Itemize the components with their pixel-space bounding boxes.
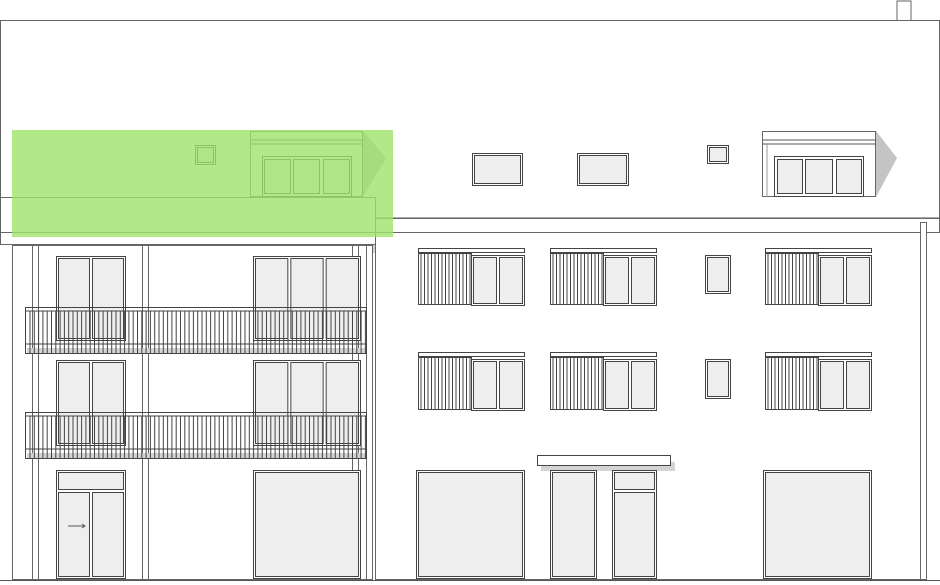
window-with-shutter xyxy=(418,248,525,305)
right-cornice xyxy=(375,218,940,233)
window xyxy=(818,255,872,306)
window-small xyxy=(705,255,731,294)
shutter xyxy=(765,253,819,305)
window-with-shutter xyxy=(418,352,525,410)
window xyxy=(253,256,361,341)
window-with-shutter xyxy=(765,248,872,305)
window-pane xyxy=(846,361,870,409)
window-pane xyxy=(499,361,523,409)
window-pane xyxy=(58,362,90,444)
window-pane xyxy=(707,361,729,397)
shutter xyxy=(550,357,604,410)
window xyxy=(253,360,361,446)
window xyxy=(56,360,126,446)
window xyxy=(471,255,525,306)
roof-window-glass xyxy=(579,155,627,184)
window-pane xyxy=(631,257,655,304)
window xyxy=(603,359,657,411)
roof-skylight-glass xyxy=(709,147,727,162)
window-pane xyxy=(605,257,629,304)
window-pane xyxy=(605,361,629,409)
dormer-right xyxy=(762,131,897,197)
window-pane xyxy=(255,258,289,339)
window-pane xyxy=(255,472,359,577)
window-large xyxy=(763,470,872,579)
window-pane xyxy=(473,361,497,409)
downpipe-left xyxy=(366,245,373,580)
shutter xyxy=(418,253,472,305)
window-pane xyxy=(820,361,844,409)
entrance-door xyxy=(56,470,126,579)
window xyxy=(818,359,872,411)
door xyxy=(550,470,597,579)
window-pane xyxy=(846,257,870,304)
window-pane xyxy=(58,258,90,339)
window-pane xyxy=(325,258,359,339)
shutter xyxy=(418,357,472,410)
window-with-shutter xyxy=(765,352,872,410)
window-pane xyxy=(631,361,655,409)
entrance-canopy xyxy=(537,455,671,466)
window-small xyxy=(705,359,731,399)
arrow-head-icon xyxy=(81,523,86,529)
window-pane xyxy=(473,257,497,304)
balcony-railing xyxy=(25,412,367,459)
window-with-shutter xyxy=(550,248,657,305)
selection-highlight[interactable] xyxy=(12,130,393,237)
window-pane xyxy=(92,258,124,339)
side-door xyxy=(612,470,657,579)
roof-window-glass xyxy=(474,155,521,184)
window-pane xyxy=(552,472,595,577)
window-pane xyxy=(707,257,729,292)
window-pane xyxy=(418,472,523,577)
window-large xyxy=(416,470,525,579)
window xyxy=(471,359,525,411)
shutter xyxy=(765,357,819,410)
window-pane xyxy=(325,362,359,444)
balcony-railing xyxy=(25,307,367,354)
window-pane xyxy=(820,257,844,304)
window-pane xyxy=(255,362,289,444)
window-pane xyxy=(92,362,124,444)
downpipe xyxy=(920,222,927,580)
shutter xyxy=(550,253,604,305)
chimney xyxy=(896,0,912,22)
canopy-shadow xyxy=(541,462,675,471)
window-pane xyxy=(499,257,523,304)
window xyxy=(603,255,657,306)
window-with-shutter xyxy=(550,352,657,410)
window xyxy=(56,256,126,341)
window-large xyxy=(253,470,361,579)
window-pane xyxy=(765,472,870,577)
